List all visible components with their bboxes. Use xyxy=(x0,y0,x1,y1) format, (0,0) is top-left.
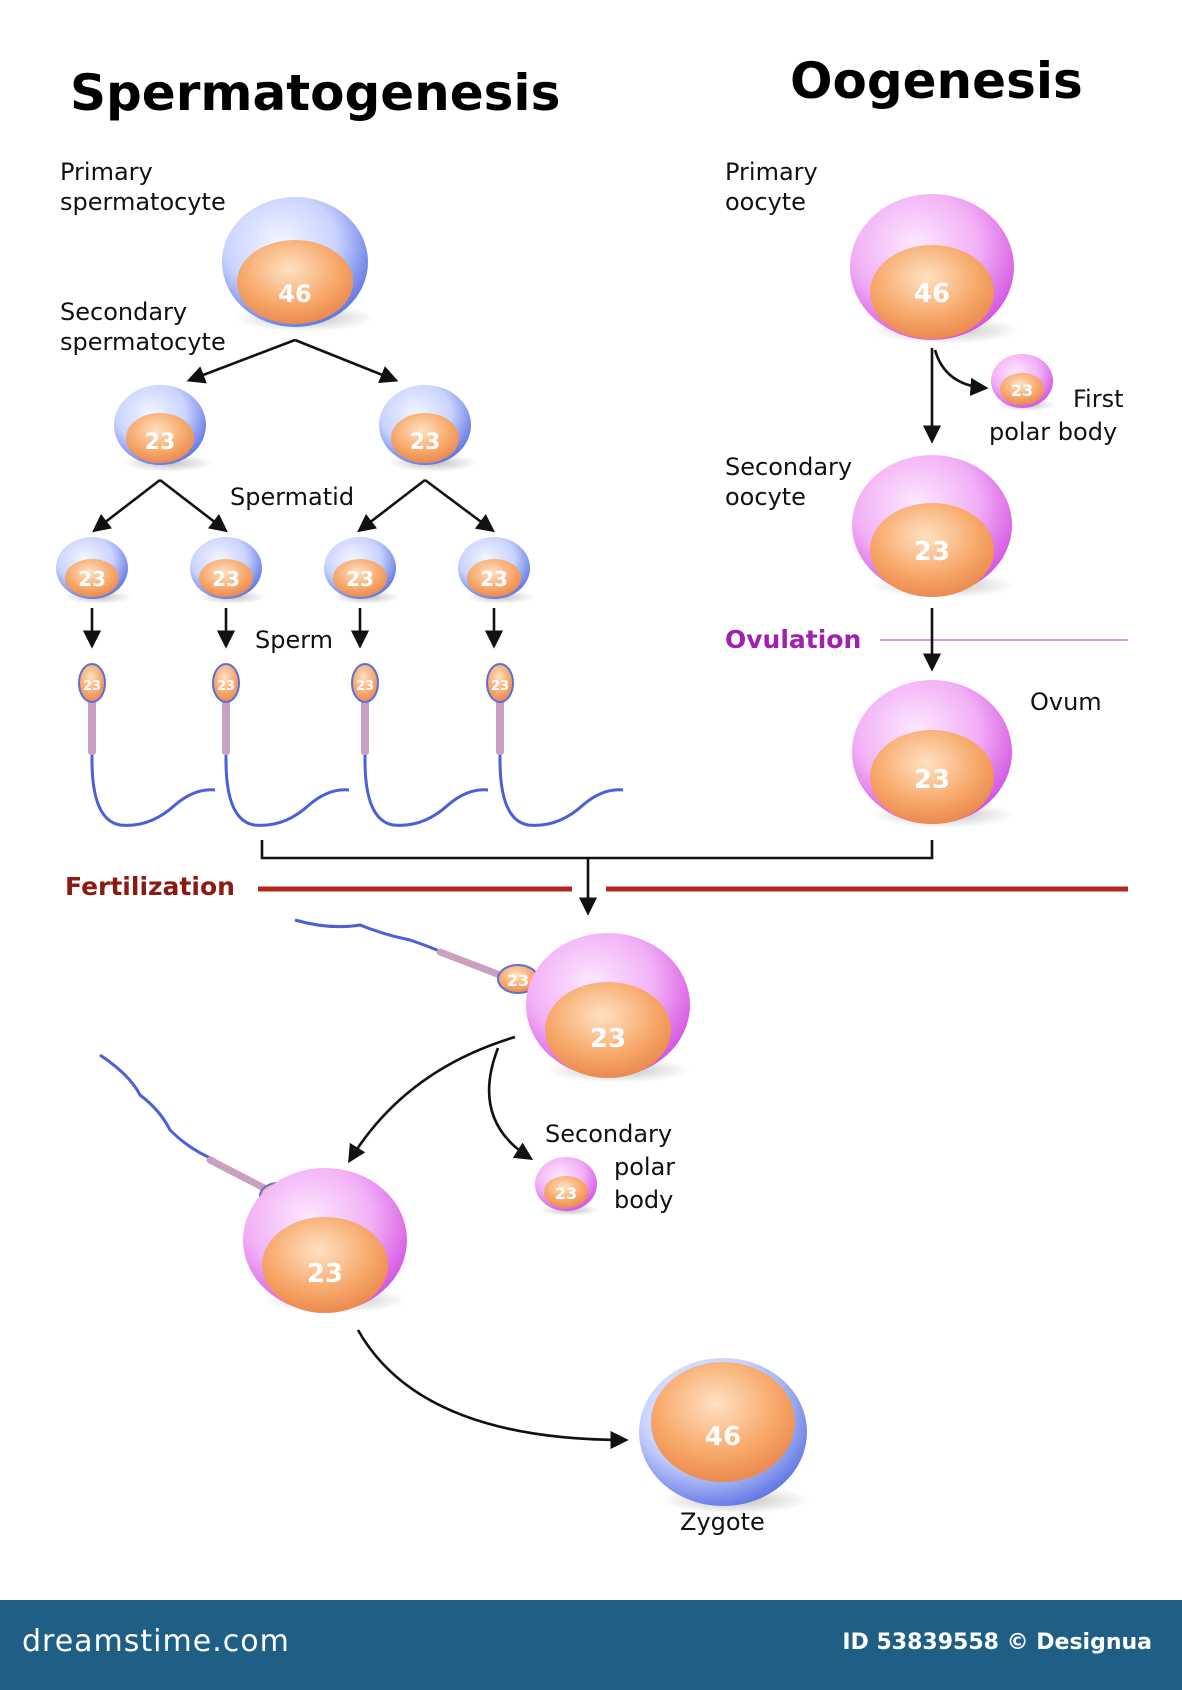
label-spermatid: Spermatid xyxy=(230,483,354,511)
secondary-oocyte-cell: 23 xyxy=(852,455,1015,598)
label-primary-oocyte-2: oocyte xyxy=(725,188,806,216)
label-secondary-oocyte-2: oocyte xyxy=(725,483,806,511)
spermatid-3: 23 xyxy=(324,537,400,604)
gametogenesis-diagram: Spermatogenesis Oogenesis Primary sperma… xyxy=(56,52,1128,1536)
primary-spermatocyte-number: 46 xyxy=(278,280,311,308)
fusion-sperm: 23 xyxy=(99,1053,297,1210)
label-first-polar-body-2: polar body xyxy=(989,418,1117,446)
footer-brand[interactable]: dreamstime.com xyxy=(22,1624,290,1659)
sperm-1: 23 xyxy=(78,663,216,827)
label-secondary-polar-body-1: Secondary xyxy=(545,1120,672,1148)
sperm-2: 23 xyxy=(212,663,350,827)
label-secondary-polar-body-2: polar xyxy=(614,1153,675,1181)
fertilization-bracket xyxy=(260,840,934,860)
sperm-3-number: 23 xyxy=(356,679,374,694)
primary-oocyte-cell: 46 xyxy=(850,194,1020,344)
spermatid-4-number: 23 xyxy=(480,567,508,591)
fertilizing-egg: 23 xyxy=(526,933,690,1083)
label-secondary-spermatocyte-2: spermatocyte xyxy=(60,328,226,356)
fertilizing-egg-number: 23 xyxy=(590,1024,626,1054)
ovum-number: 23 xyxy=(914,765,950,795)
secondary-spermatocyte-right: 23 xyxy=(379,385,478,472)
secondary-polar-body: 23 xyxy=(535,1157,600,1216)
secondary-spermatocyte-left: 23 xyxy=(114,385,213,472)
label-secondary-spermatocyte-1: Secondary xyxy=(60,298,187,326)
primary-oocyte-number: 46 xyxy=(914,279,950,309)
fusion-egg: 23 xyxy=(243,1168,407,1313)
spermatid-4: 23 xyxy=(458,537,534,604)
primary-spermatocyte-cell: 46 xyxy=(222,197,375,332)
label-primary-spermatocyte-1: Primary xyxy=(60,158,153,186)
label-first-polar-body-1: First xyxy=(1073,385,1124,413)
label-secondary-oocyte-1: Secondary xyxy=(725,453,852,481)
sperm-4: 23 xyxy=(486,663,624,827)
first-polar-body: 23 xyxy=(991,354,1056,411)
secondary-polar-body-number: 23 xyxy=(555,1184,577,1203)
secondary-spermatocyte-left-number: 23 xyxy=(145,430,176,455)
zygote-number: 46 xyxy=(705,1422,741,1452)
spermatid-1: 23 xyxy=(56,537,132,604)
label-ovum: Ovum xyxy=(1030,688,1102,716)
sperm-1-number: 23 xyxy=(83,679,101,694)
spermatid-1-number: 23 xyxy=(78,567,106,591)
sperm-4-number: 23 xyxy=(491,679,509,694)
label-zygote: Zygote xyxy=(680,1508,765,1536)
spermatid-3-number: 23 xyxy=(346,567,374,591)
spermatid-2-number: 23 xyxy=(212,567,240,591)
zygote-cell: 46 xyxy=(639,1358,810,1514)
label-sperm: Sperm xyxy=(255,626,333,654)
label-ovulation: Ovulation xyxy=(725,625,861,654)
secondary-oocyte-number: 23 xyxy=(914,537,950,567)
first-polar-body-number: 23 xyxy=(1011,381,1033,400)
fusion-egg-number: 23 xyxy=(307,1259,343,1289)
label-secondary-polar-body-3: body xyxy=(614,1186,673,1214)
fertilizing-sperm-number: 23 xyxy=(507,971,529,990)
label-primary-oocyte-1: Primary xyxy=(725,158,818,186)
spermatid-2: 23 xyxy=(190,537,266,604)
ovum-cell: 23 xyxy=(852,680,1015,828)
footer-bar: dreamstime.com ID 53839558 © Designua xyxy=(0,1600,1182,1690)
fertilizing-sperm: 23 xyxy=(294,918,539,994)
title-oogenesis: Oogenesis xyxy=(790,52,1083,110)
sperm-2-number: 23 xyxy=(217,679,235,694)
title-spermatogenesis: Spermatogenesis xyxy=(70,64,560,122)
sperm-3: 23 xyxy=(351,663,489,827)
label-primary-spermatocyte-2: spermatocyte xyxy=(60,188,226,216)
secondary-spermatocyte-right-number: 23 xyxy=(410,430,441,455)
label-fertilization: Fertilization xyxy=(65,872,235,901)
footer-image-id: ID 53839558 © Designua xyxy=(842,1630,1152,1655)
